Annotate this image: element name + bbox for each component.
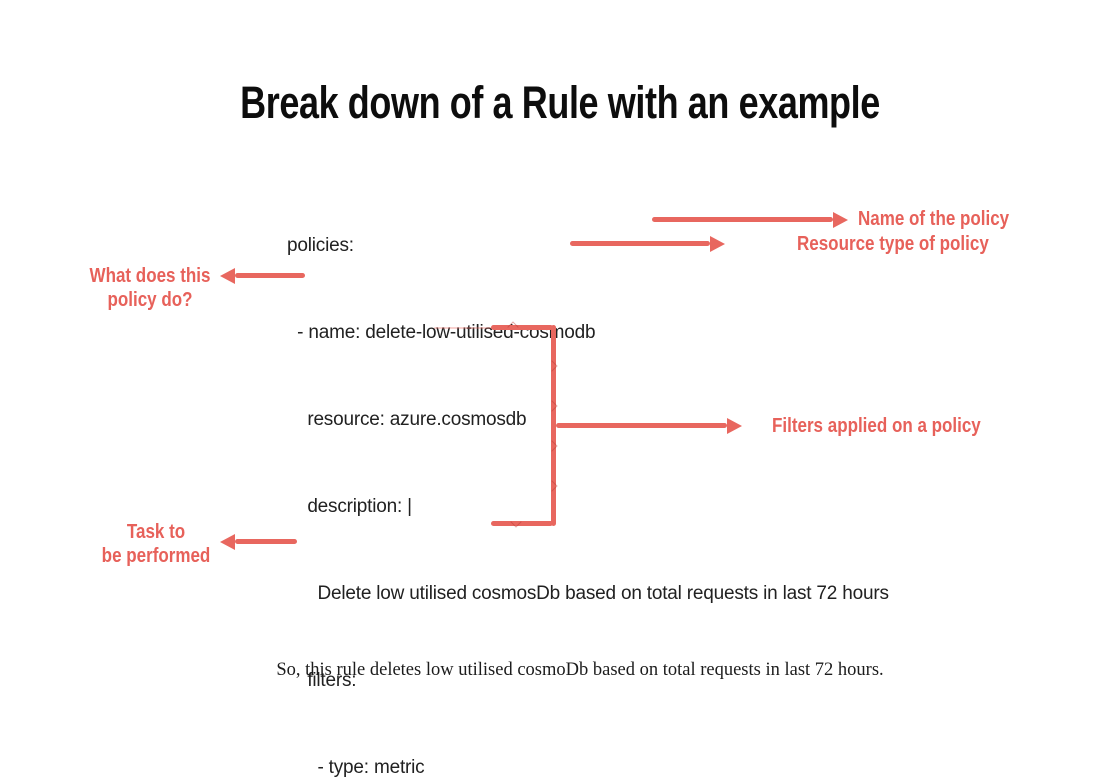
- code-line: filters:: [287, 670, 357, 691]
- code-line: description: |: [287, 496, 412, 517]
- actions-annotation-line2: be performed: [101, 545, 211, 567]
- summary-text: So, this rule deletes low utilised cosmo…: [276, 660, 884, 680]
- description-annotation-line1: What does this: [89, 265, 211, 287]
- page-title: Break down of a Rule with an example: [240, 77, 880, 128]
- name-annotation: Name of the policy: [858, 208, 1010, 230]
- code-line: policies:: [287, 235, 354, 256]
- code-line: - type: metric: [287, 757, 425, 778]
- code-line: - name: delete-low-utilised-cosmodb: [287, 322, 596, 343]
- code-line: resource: azure.cosmosdb: [287, 409, 527, 430]
- description-annotation-line2: policy do?: [107, 289, 193, 311]
- code-line: Delete low utilised cosmosDb based on to…: [287, 583, 889, 604]
- actions-annotation: Task to be performed: [88, 520, 224, 568]
- description-annotation: What does this policy do?: [82, 264, 218, 312]
- actions-annotation-line1: Task to: [126, 521, 186, 543]
- resource-annotation: Resource type of policy: [797, 233, 989, 255]
- filters-annotation: Filters applied on a policy: [772, 415, 981, 437]
- yaml-code-block: policies: - name: delete-low-utilised-co…: [287, 173, 889, 780]
